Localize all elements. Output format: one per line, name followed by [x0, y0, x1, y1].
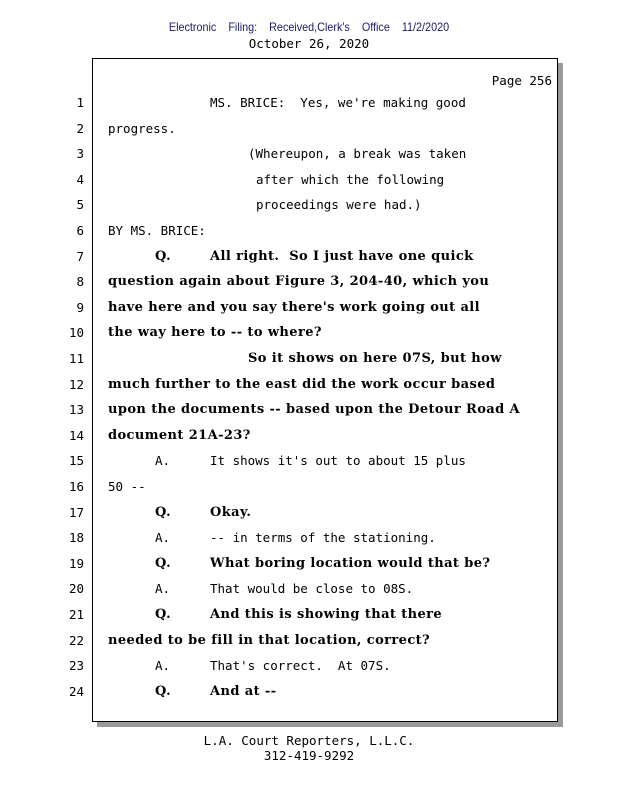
line-text: BY MS. BRICE: [108, 223, 206, 238]
speaker-label: A. [155, 658, 171, 674]
line-number: 4 [76, 171, 84, 187]
line-text: -- in terms of the stationing. [210, 530, 436, 546]
line-number: 11 [68, 351, 84, 366]
speaker-label: A. [155, 581, 171, 597]
line-text: progress. [108, 120, 176, 136]
line-text: document 21A-23? [108, 427, 251, 443]
line-text: All right. So I just have one quick [210, 248, 474, 264]
line-number: 5 [76, 197, 84, 213]
line-number: 3 [76, 146, 84, 162]
line-text: What boring location would that be? [210, 555, 491, 571]
line-number: 20 [68, 581, 84, 597]
line-number: 22 [68, 632, 84, 648]
line-text: 50 -- [108, 479, 146, 494]
line-number: 21 [68, 607, 84, 622]
transcript-page [92, 58, 558, 722]
speaker-label: Q. [155, 248, 172, 264]
line-number: 24 [68, 683, 84, 699]
line-number: 14 [68, 427, 84, 443]
line-number: 23 [68, 658, 84, 674]
speaker-label: Q. [155, 555, 172, 571]
line-text: the way here to -- to where? [108, 325, 322, 341]
line-text: Okay. [210, 504, 252, 520]
speaker-label: Q. [155, 607, 172, 622]
reporter-company: L.A. Court Reporters, L.L.C. [203, 733, 415, 748]
line-number: 13 [68, 402, 84, 418]
line-number: 9 [76, 299, 84, 315]
line-text: question again about Figure 3, 204-40, w… [108, 274, 490, 290]
line-text: needed to be fill in that location, corr… [108, 632, 431, 648]
line-number: 16 [68, 479, 84, 494]
line-text: have here and you say there's work going… [108, 299, 480, 315]
line-text: MS. BRICE: Yes, we're making good [210, 95, 466, 110]
line-text: And this is showing that there [210, 607, 443, 622]
line-number: 6 [76, 223, 84, 238]
line-number: 17 [68, 504, 84, 520]
line-text: upon the documents -- based upon the Det… [108, 402, 521, 418]
line-number: 7 [76, 248, 84, 264]
line-text: much further to the east did the work oc… [108, 376, 496, 392]
line-number: 1 [76, 95, 84, 110]
line-text: after which the following [256, 171, 445, 187]
line-text: It shows it's out to about 15 plus [210, 453, 466, 469]
line-text: And at -- [210, 683, 277, 699]
line-number: 8 [76, 274, 84, 290]
line-text: (Whereupon, a break was taken [248, 146, 467, 162]
line-number: 10 [68, 325, 84, 341]
line-number: 2 [76, 120, 84, 136]
line-number: 12 [68, 376, 84, 392]
line-number: 19 [68, 555, 84, 571]
line-number: 18 [68, 530, 84, 546]
deposition-date: October 26, 2020 [248, 36, 370, 51]
reporter-phone: 312-419-9292 [263, 748, 355, 763]
speaker-label: Q. [155, 504, 172, 520]
line-text: So it shows on here 07S, but how [248, 351, 502, 366]
speaker-label: Q. [155, 683, 172, 699]
filing-stamp: Electronic Filing: Received,Clerk's Offi… [168, 20, 450, 34]
speaker-label: A. [155, 453, 171, 469]
line-text: That would be close to 08S. [210, 581, 414, 597]
page-number: Page 256 [491, 73, 552, 88]
speaker-label: A. [155, 530, 171, 546]
line-number: 15 [68, 453, 84, 469]
line-text: That's correct. At 07S. [210, 658, 391, 674]
line-text: proceedings were had.) [256, 197, 422, 213]
